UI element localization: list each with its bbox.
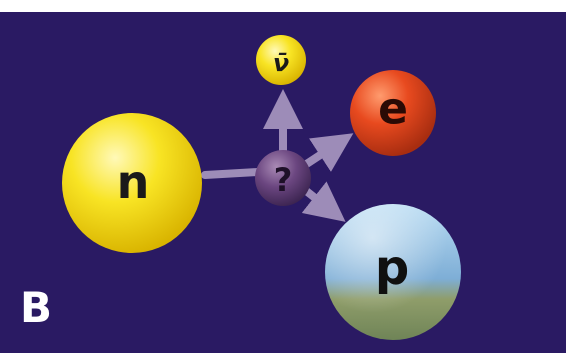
neutron-label: n	[117, 155, 150, 209]
intermediate-particle	[255, 150, 311, 206]
proton-gloss	[325, 204, 461, 340]
arrow-to-electron	[301, 133, 354, 172]
antineutrino-label: ν̄	[273, 49, 289, 77]
arrow-to-proton	[301, 181, 346, 222]
intermediate-label: ?	[274, 161, 293, 199]
electron-particle	[350, 70, 436, 156]
proton-label: p	[375, 240, 409, 296]
electron-label: e	[378, 84, 408, 135]
neutron-connector	[201, 168, 262, 179]
antineutrino-particle	[256, 35, 306, 85]
panel-label: B	[20, 283, 52, 332]
neutron-particle	[62, 113, 202, 253]
